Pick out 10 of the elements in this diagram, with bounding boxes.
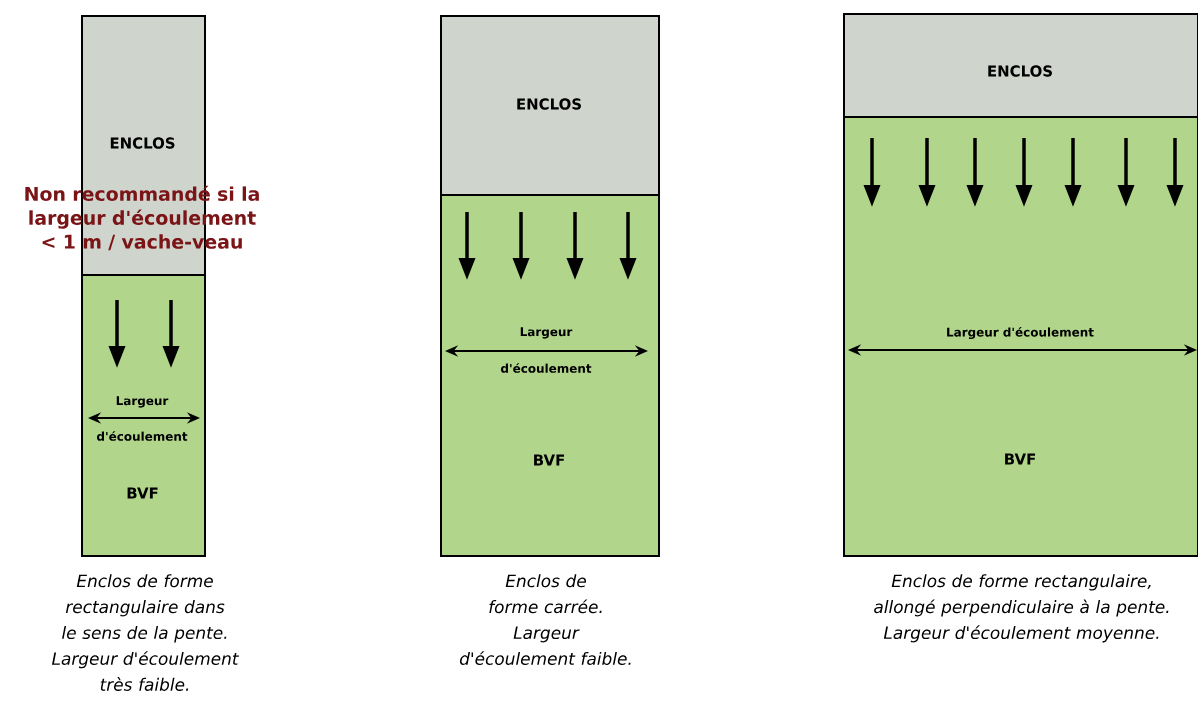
- enclosure-box: ENCLOS: [843, 13, 1198, 118]
- dimension-label: Largeur: [520, 327, 573, 339]
- dimension-label: Largeur d'écoulement: [947, 326, 1094, 340]
- caption: Largeur d'écoulement très faible.: [52, 651, 239, 691]
- caption: Largeur d'écoulement faible.: [460, 626, 631, 665]
- caption: Largeur d'écoulement moyenne.: [883, 625, 1159, 643]
- dimension-label: d'écoulement: [96, 431, 188, 441]
- dimension-label: Largeur: [116, 396, 169, 408]
- dimension-label: d'écoulement: [500, 363, 592, 373]
- enclosure-box: ENCLOS: [440, 15, 660, 196]
